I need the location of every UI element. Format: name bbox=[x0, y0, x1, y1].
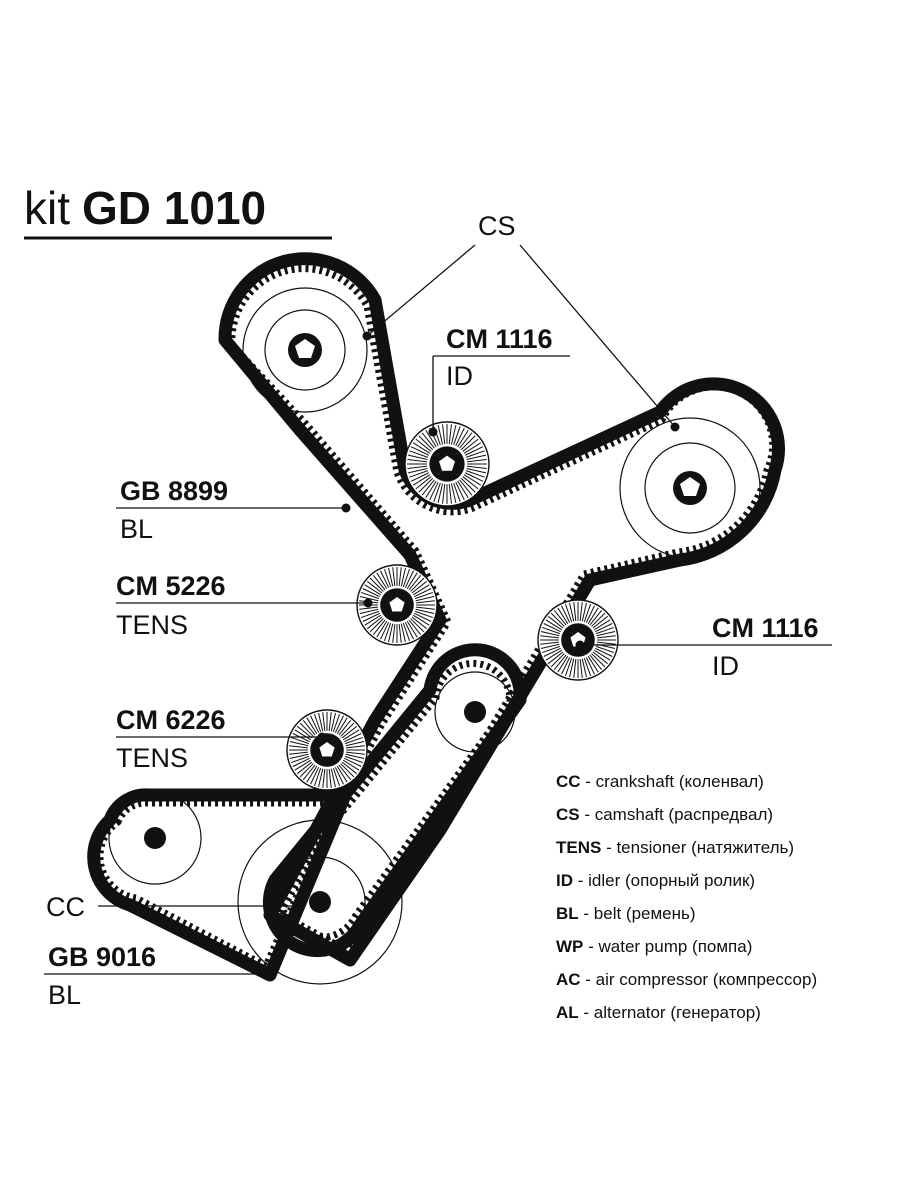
gb8899-code: GB 8899 bbox=[120, 476, 228, 506]
legend: CC - crankshaft (коленвал) CS - camshaft… bbox=[556, 772, 817, 1022]
legend-item: WP - water pump (помпа) bbox=[556, 937, 752, 956]
gb9016-type: BL bbox=[48, 980, 81, 1010]
cm6226-type: TENS bbox=[116, 743, 188, 773]
cs-label: CS bbox=[478, 211, 516, 241]
cc-label: CC bbox=[46, 892, 85, 922]
cm6226-code: CM 6226 bbox=[116, 705, 226, 735]
cm5226-code: CM 5226 bbox=[116, 571, 226, 601]
idler-roller-right bbox=[537, 599, 619, 681]
cm5226-type: TENS bbox=[116, 610, 188, 640]
camshaft-pulley-right bbox=[619, 417, 761, 559]
kit-code: GD 1010 bbox=[82, 182, 266, 234]
gb9016-code: GB 9016 bbox=[48, 942, 156, 972]
timing-belt bbox=[218, 252, 786, 967]
callout-gb8899: GB 8899 BL bbox=[116, 476, 351, 544]
accessory-belt bbox=[87, 643, 527, 982]
idler-roller-top bbox=[404, 421, 490, 507]
kit-prefix: kit bbox=[24, 182, 70, 234]
callout-cm5226: CM 5226 TENS bbox=[116, 571, 373, 640]
callout-gb9016: GB 9016 BL bbox=[44, 942, 269, 1010]
callout-cm6226: CM 6226 TENS bbox=[116, 705, 327, 773]
callout-cc: CC bbox=[46, 892, 303, 922]
camshaft-pulley-left bbox=[242, 287, 368, 413]
legend-item: CC - crankshaft (коленвал) bbox=[556, 772, 764, 791]
accessory-idler-pulley bbox=[434, 671, 516, 753]
gb8899-type: BL bbox=[120, 514, 153, 544]
legend-item: ID - idler (опорный ролик) bbox=[556, 871, 755, 890]
legend-item: TENS - tensioner (натяжитель) bbox=[556, 838, 794, 857]
legend-item: CS - camshaft (распредвал) bbox=[556, 805, 773, 824]
cm1116-right-type: ID bbox=[712, 651, 739, 681]
cm1116-right-code: CM 1116 bbox=[712, 613, 819, 643]
tensioner-roller-5226 bbox=[356, 564, 438, 646]
legend-item: AC - air compressor (компрессор) bbox=[556, 970, 817, 989]
tensioner-roller-6226 bbox=[286, 709, 368, 791]
cm1116-top-type: ID bbox=[446, 361, 473, 391]
callout-cm1116-top: CM 1116 ID bbox=[428, 324, 570, 437]
legend-item: BL - belt (ремень) bbox=[556, 904, 696, 923]
kit-title: kit GD 1010 bbox=[24, 182, 332, 240]
callout-cm1116-right: CM 1116 ID bbox=[575, 613, 832, 681]
crankshaft-pulley bbox=[237, 819, 403, 985]
legend-item: AL - alternator (генератор) bbox=[556, 1003, 761, 1022]
callout-cs: CS bbox=[362, 211, 680, 432]
cm1116-top-code: CM 1116 bbox=[446, 324, 553, 354]
lower-left-idler bbox=[108, 791, 202, 885]
